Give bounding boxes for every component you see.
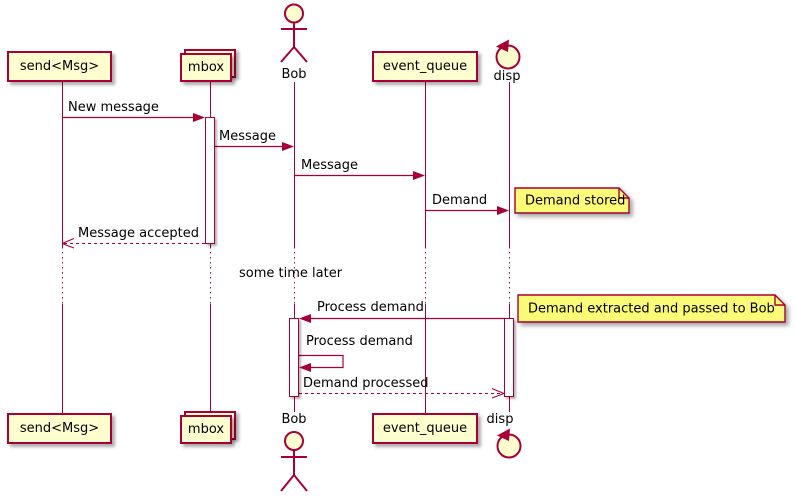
arrow-demand xyxy=(425,206,509,215)
control-icon xyxy=(496,428,522,459)
message-label-message-2: Message xyxy=(301,158,358,173)
arrow-message-to-event-queue xyxy=(294,171,425,180)
message-label-new-message: New message xyxy=(68,100,159,115)
message-label-demand-processed: Demand processed xyxy=(303,376,429,391)
note-demand-extracted: Demand extracted and passed to Bob xyxy=(517,294,786,323)
arrow-demand-processed xyxy=(299,388,505,399)
control-icon xyxy=(495,39,521,70)
message-label-process-demand-self: Process demand xyxy=(306,334,413,349)
note-shape xyxy=(514,187,630,214)
actor-icon xyxy=(280,3,308,63)
note-demand-stored: Demand stored xyxy=(514,187,630,214)
message-label-message-accepted: Message accepted xyxy=(78,226,199,241)
participant-event-queue-top: event_queue xyxy=(372,51,478,82)
delay-label: some time later xyxy=(239,266,343,281)
arrow-message-to-bob xyxy=(215,142,294,151)
note-text: Demand stored xyxy=(525,193,626,208)
participant-disp-top-label: disp xyxy=(493,69,521,84)
arrow-process-demand xyxy=(299,314,504,323)
participant-mbox-bottom: mbox xyxy=(180,415,232,444)
arrow-message-accepted xyxy=(61,238,205,249)
activation-mbox xyxy=(205,117,215,244)
activation-disp xyxy=(504,318,514,397)
activation-bob xyxy=(289,318,299,397)
arrow-process-demand-self xyxy=(299,354,344,372)
message-label-demand: Demand xyxy=(432,193,488,208)
note-text: Demand extracted and passed to Bob xyxy=(528,301,775,316)
participant-bob-top-label: Bob xyxy=(281,67,307,82)
message-label-message-1: Message xyxy=(219,129,276,144)
arrow-new-message xyxy=(62,113,205,122)
participant-event-queue-bottom: event_queue xyxy=(372,413,478,444)
participant-mbox-top: mbox xyxy=(180,53,232,82)
participant-send-top: send<Msg> xyxy=(7,51,112,82)
message-label-process-demand: Process demand xyxy=(317,300,424,315)
actor-icon xyxy=(280,431,308,492)
participant-bob-bottom-label: Bob xyxy=(281,412,307,427)
participant-send-bottom: send<Msg> xyxy=(7,413,112,444)
note-shape xyxy=(517,294,786,323)
participant-disp-bottom-label: disp xyxy=(486,412,514,427)
